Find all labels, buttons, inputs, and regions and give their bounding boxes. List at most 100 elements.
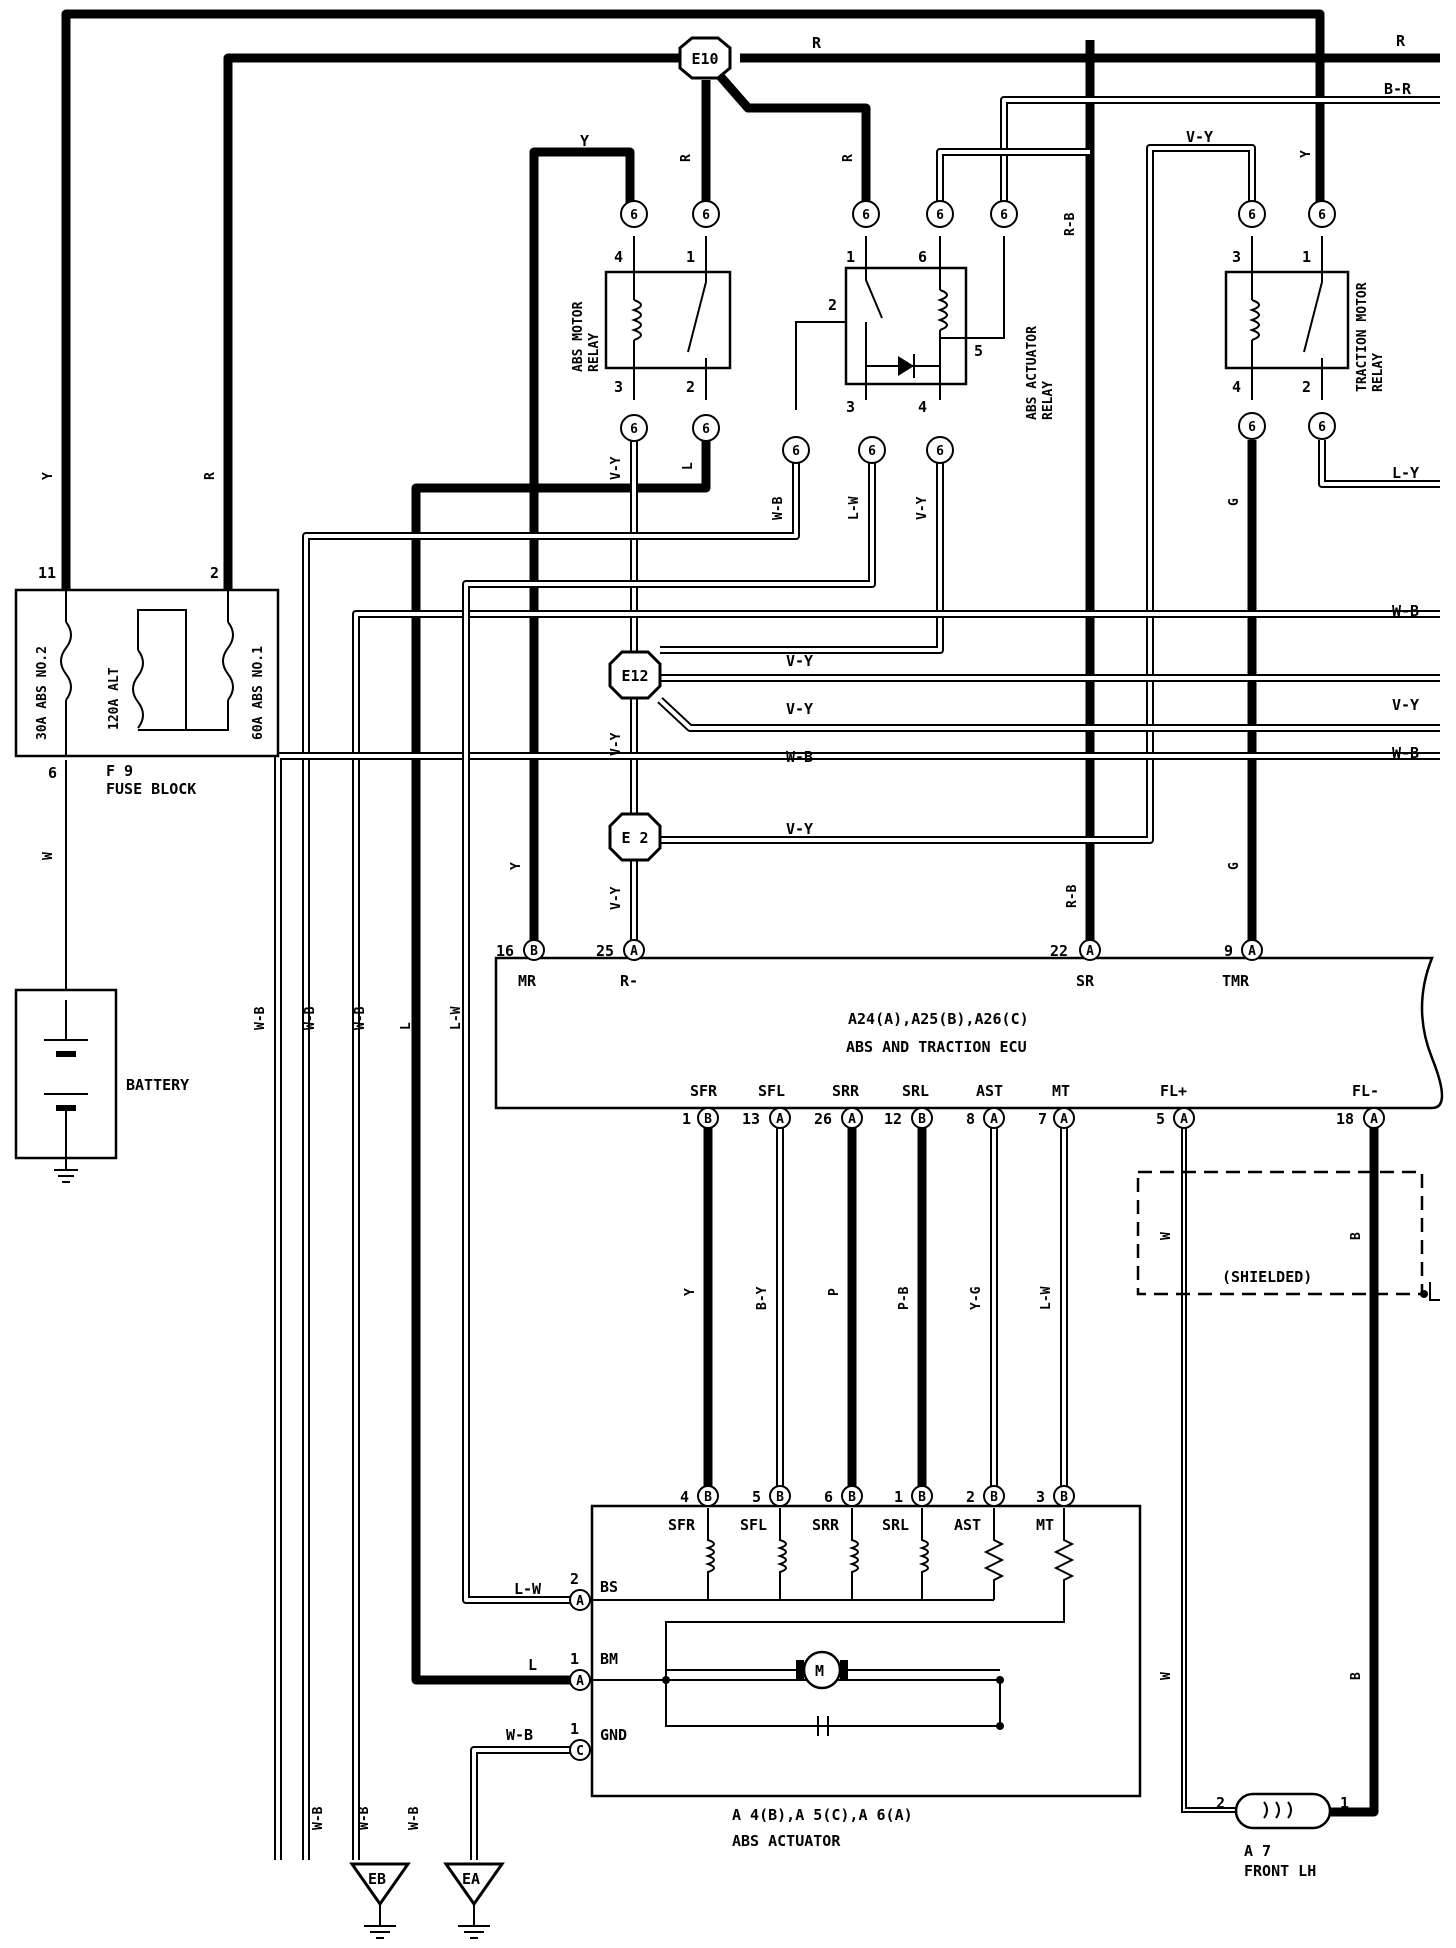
aar-pin-3: 3 xyxy=(846,398,855,416)
aar-pin-6: 6 xyxy=(918,248,927,266)
abs-actuator-relay: 1 6 2 5 3 4 ABS ACTUATOR RELAY xyxy=(795,236,1056,420)
ecu-pin-13: 13 xyxy=(742,1110,760,1128)
splice-e2-label: E 2 xyxy=(621,829,648,847)
wl: L-W xyxy=(449,1006,464,1030)
wl: W xyxy=(1159,1232,1174,1240)
ecu-srl-label: SRL xyxy=(902,1082,929,1100)
wl: W-B xyxy=(506,1726,533,1744)
wl: P-B xyxy=(897,1286,912,1310)
wl: W-B xyxy=(771,496,786,520)
splice-e12: E12 xyxy=(608,650,662,700)
ecu-pin-9: 9 xyxy=(1224,942,1233,960)
wl: V-Y xyxy=(609,732,624,756)
act-bs-label: BS xyxy=(600,1578,618,1596)
act-pin-4: 4 xyxy=(680,1488,689,1506)
wl: B-Y xyxy=(755,1286,770,1310)
wl: W-B xyxy=(311,1806,326,1830)
act-srr-label: SRR xyxy=(812,1516,840,1534)
fuse-block-label: FUSE BLOCK xyxy=(106,780,196,798)
amr-label-2: RELAY xyxy=(587,333,602,372)
ecu-sfl-label: SFL xyxy=(758,1082,785,1100)
ecu-pin-fl-plus: A xyxy=(1180,1112,1188,1127)
aar-pin-1: 1 xyxy=(846,248,855,266)
act-pin-sfr: B xyxy=(704,1490,712,1505)
wl: L xyxy=(528,1656,537,1674)
wl: B xyxy=(1349,1232,1364,1240)
ground-ea: EA xyxy=(443,1862,505,1939)
splice-e2: E 2 xyxy=(608,812,662,862)
wl: G xyxy=(1227,498,1242,506)
ecu-pin-tmr: A xyxy=(1248,944,1256,959)
conn6: 6 xyxy=(1000,208,1008,223)
act-gnd-label: GND xyxy=(600,1726,627,1744)
ecu-pin-fl-minus: A xyxy=(1370,1112,1378,1127)
aar-pin-5: 5 xyxy=(974,342,983,360)
aar-pin-2: 2 xyxy=(828,296,837,314)
wl: W-B xyxy=(786,748,813,766)
ecu-pin-12: 12 xyxy=(884,1110,902,1128)
ecu-pin-1: 1 xyxy=(682,1110,691,1128)
fuse-120a-label: 120A ALT xyxy=(107,667,122,730)
splice-e12-label: E12 xyxy=(621,667,648,685)
ecu-srr-label: SRR xyxy=(832,1082,860,1100)
thin-wires xyxy=(65,760,1440,1813)
wl: W-B xyxy=(303,1006,318,1030)
wl: P xyxy=(827,1288,842,1296)
amr-pin-3: 3 xyxy=(614,378,623,396)
wl: W-B xyxy=(1392,602,1419,620)
ecu-pin-mr: B xyxy=(530,944,538,959)
act-bm-num: 1 xyxy=(570,1650,579,1668)
aar-label-2: RELAY xyxy=(1041,381,1056,420)
ecu-pin-sr: A xyxy=(1086,944,1094,959)
ecu-pin-25: 25 xyxy=(596,942,614,960)
wl: R xyxy=(1396,32,1406,50)
conn6: 6 xyxy=(630,208,638,223)
wl: V-Y xyxy=(609,456,624,480)
tmr-pin-2: 2 xyxy=(1302,378,1311,396)
ecu-fl-plus-label: FL+ xyxy=(1160,1082,1187,1100)
wl: V-Y xyxy=(609,886,624,910)
act-pin-sfl: B xyxy=(776,1490,784,1505)
ecu-pin-7: 7 xyxy=(1038,1110,1047,1128)
wl: Y xyxy=(580,132,589,150)
tmr-pin-3: 3 xyxy=(1232,248,1241,266)
fuse-pin-2: 2 xyxy=(210,564,219,582)
ecu-fl-minus-label: FL- xyxy=(1352,1082,1379,1100)
act-srl-label: SRL xyxy=(882,1516,909,1534)
wl: Y xyxy=(509,862,524,870)
wl: Y-G xyxy=(969,1286,984,1310)
wl: L-W xyxy=(514,1580,542,1598)
ecu-connectors: A24(A),A25(B),A26(C) xyxy=(848,1010,1029,1028)
amr-label-1: ABS MOTOR xyxy=(571,301,586,372)
conn6: 6 xyxy=(1248,208,1256,223)
fuse-block: 11 2 6 30A ABS NO.2 120A ALT 60A ABS NO.… xyxy=(14,564,280,798)
ecu-tmr-label: TMR xyxy=(1222,972,1250,990)
ecu-sfr-label: SFR xyxy=(690,1082,718,1100)
ecu-pin-mt: A xyxy=(1060,1112,1068,1127)
act-pin-3: 3 xyxy=(1036,1488,1045,1506)
wl: B xyxy=(1349,1672,1364,1680)
battery: BATTERY xyxy=(14,988,189,1183)
fuse-30a-label: 30A ABS NO.2 xyxy=(35,646,50,740)
act-pin-mt: B xyxy=(1060,1490,1068,1505)
conn6: 6 xyxy=(702,208,710,223)
ecu-mt-label: MT xyxy=(1052,1082,1070,1100)
wl: Y xyxy=(41,472,56,480)
ecu-mr-label: MR xyxy=(518,972,537,990)
wl: R xyxy=(812,34,822,52)
battery-label: BATTERY xyxy=(126,1076,189,1094)
motor-icon: M xyxy=(815,1662,824,1680)
wl: W-B xyxy=(357,1806,372,1830)
conn6: 6 xyxy=(792,444,800,459)
conn6: 6 xyxy=(1318,208,1326,223)
wl: W-B xyxy=(253,1006,268,1030)
act-pin-5: 5 xyxy=(752,1488,761,1506)
shielded-label: (SHIELDED) xyxy=(1222,1268,1312,1286)
abs-motor-relay: 4 1 3 2 ABS MOTOR RELAY xyxy=(571,236,732,400)
wire-labels: R R B-R Y R R Y V-Y R-B Y R V-Y L W-B L-… xyxy=(41,32,1419,1830)
splice-e10: E10 xyxy=(678,36,732,80)
act-pin-2: 2 xyxy=(966,1488,975,1506)
ecu-pin-26: 26 xyxy=(814,1110,832,1128)
